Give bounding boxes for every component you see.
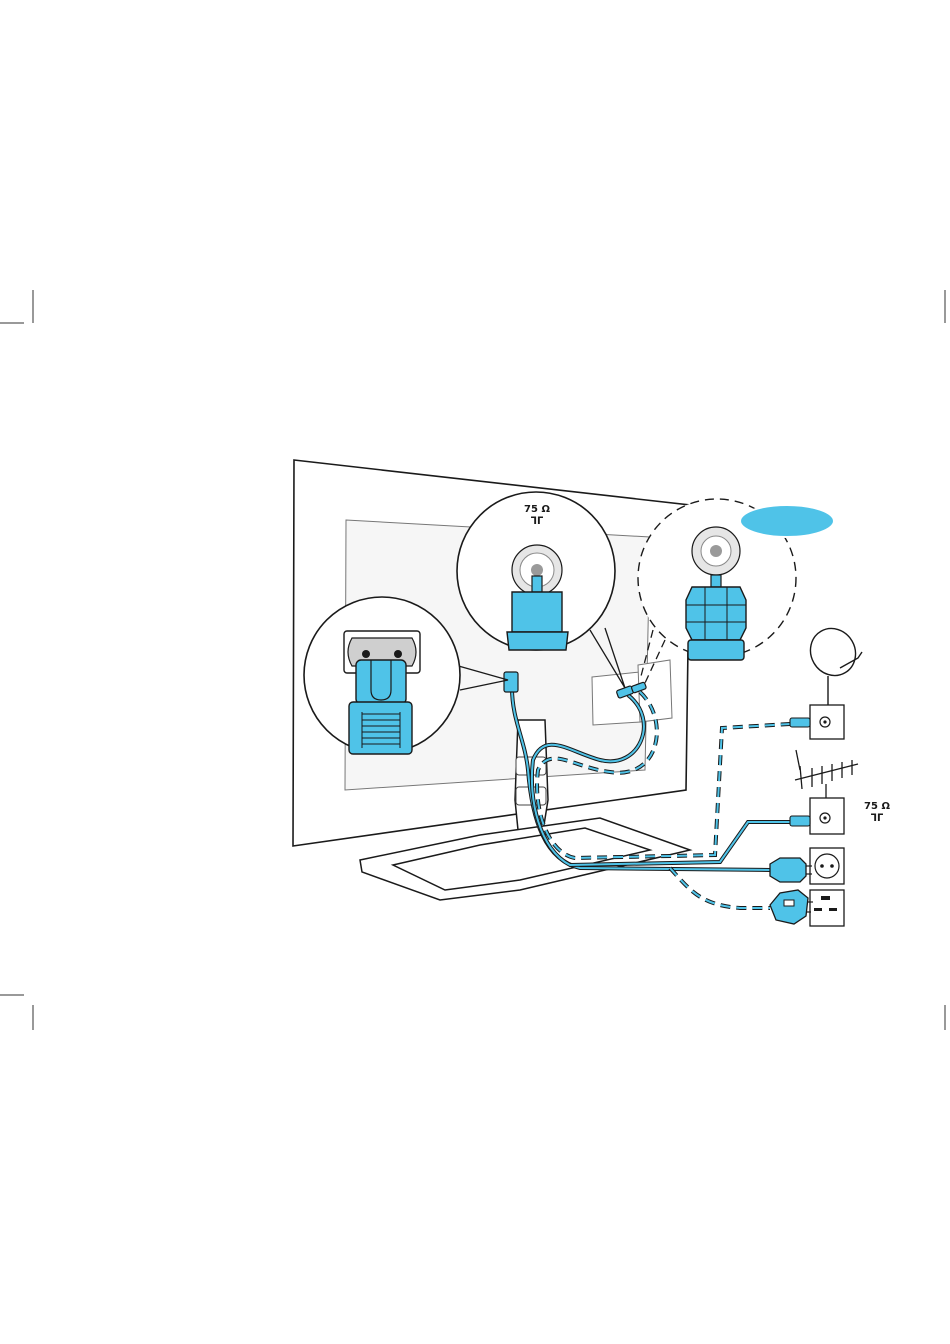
uk-power-socket-icon: [810, 890, 844, 926]
satellite-connector-callout: [638, 499, 834, 660]
satellite-dish-icon: [802, 620, 864, 705]
eu-power-plug-icon: [770, 858, 812, 882]
uk-power-plug-icon: [770, 890, 813, 924]
power-connector-icon: [349, 660, 412, 754]
eu-power-socket-icon: [810, 848, 844, 884]
antenna-port-callout: 75 Ω ᒣᒥ: [457, 492, 615, 650]
satellite-badge: [740, 505, 834, 537]
terrestrial-antenna-icon: [795, 750, 858, 798]
wall-socket-connector-symbol: ᒣᒥ: [871, 813, 884, 824]
power-connector-callout: [304, 597, 460, 754]
antenna-wall-socket-icon: [790, 798, 844, 834]
antenna-port-impedance-label: 75 Ω: [524, 504, 550, 515]
antenna-port-connector-symbol: ᒣᒥ: [531, 516, 544, 527]
wall-socket-impedance-label: 75 Ω: [864, 801, 890, 812]
f-connector-icon: [686, 575, 746, 660]
satellite-wall-socket-icon: [790, 705, 844, 739]
tv-power-inlet-icon: [504, 672, 518, 692]
